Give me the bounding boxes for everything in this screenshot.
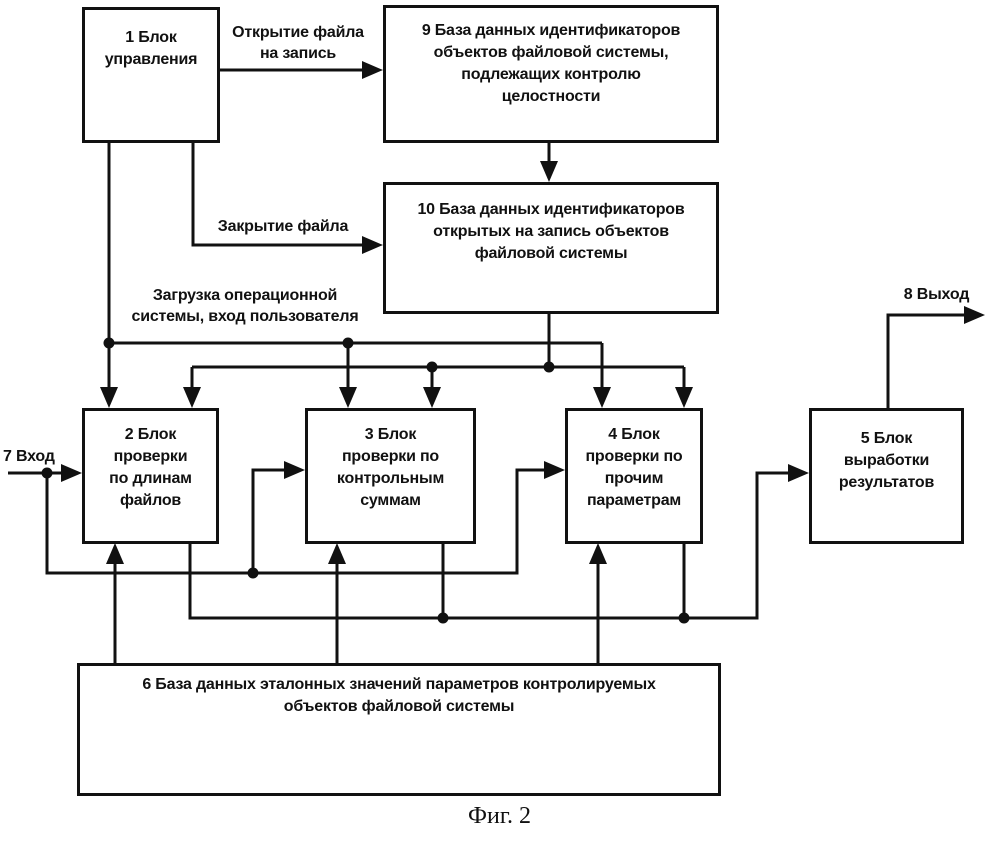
figure-caption: Фиг. 2 [468,803,531,829]
junction-dot [543,361,555,373]
edge-results-bus [188,471,790,620]
block-2-file-length-check: 2 Блок проверки по длинам файлов [82,408,219,544]
arrowhead-close-file [362,236,383,254]
edge-output [886,313,965,408]
arrowhead-open-file [362,61,383,79]
arrowhead-ref-b3 [328,543,346,564]
block-3-checksum-check: 3 Блок проверки по контрольным суммам [305,408,476,544]
block-4-other-params-check: 4 Блок проверки по прочим параметрам [565,408,703,544]
edge-input-bus-line [45,468,546,575]
edge-input-branch-b3 [251,468,286,573]
arrowhead-b3-topright [423,387,441,408]
junction-dot [342,337,354,349]
edge-close-file-line [191,142,364,247]
junction-dot [41,467,53,479]
junction-dot [678,612,690,624]
arrowhead-results-b5 [788,464,809,482]
block-10-db-open-for-write-ids: 10 База данных идентификаторов открытых … [383,182,719,314]
arrowhead-b4-topright [675,387,693,408]
arrowhead-input-b4 [544,461,565,479]
block-1-control-unit: 1 Блок управления [82,7,220,143]
block-9-db-monitored-object-ids: 9 База данных идентификаторов объектов ф… [383,5,719,143]
label-os-load: Загрузка операционной системы, вход поль… [131,287,359,325]
arrowhead-b3-topleft [339,387,357,408]
block-5-result-generation: 5 Блок выработки результатов [809,408,964,544]
arrowhead-b2-topright [183,387,201,408]
edge-input-bus [45,468,546,575]
junction-dot [426,361,438,373]
arrowhead-ref-b2 [106,543,124,564]
arrowhead-input-b2 [61,464,82,482]
arrowhead-b2-topleft [100,387,118,408]
label-open-file: Открытие файла на запись [232,24,364,62]
edge-reference-up [113,563,600,663]
arrowhead-ref-b4 [589,543,607,564]
arrowhead-output [964,306,985,324]
label-input-7: 7 Вход [3,448,55,465]
arrowheads [61,61,985,564]
arrowhead-b4-topleft [593,387,611,408]
edge-results-bus-line [188,471,790,620]
edge-output-line [886,313,965,408]
label-close-file: Закрытие файла [217,218,349,235]
label-output-8: 8 Выход [903,286,970,303]
block-6-db-reference-values: 6 База данных эталонных значений парамет… [77,663,721,796]
junction-dot [437,612,449,624]
arrowhead-input-b3 [284,461,305,479]
junction-dots [41,337,690,624]
junction-dot [247,567,259,579]
edge-close-file [191,142,364,247]
arrowhead-db9-db10 [540,161,558,182]
junction-dot [103,337,115,349]
